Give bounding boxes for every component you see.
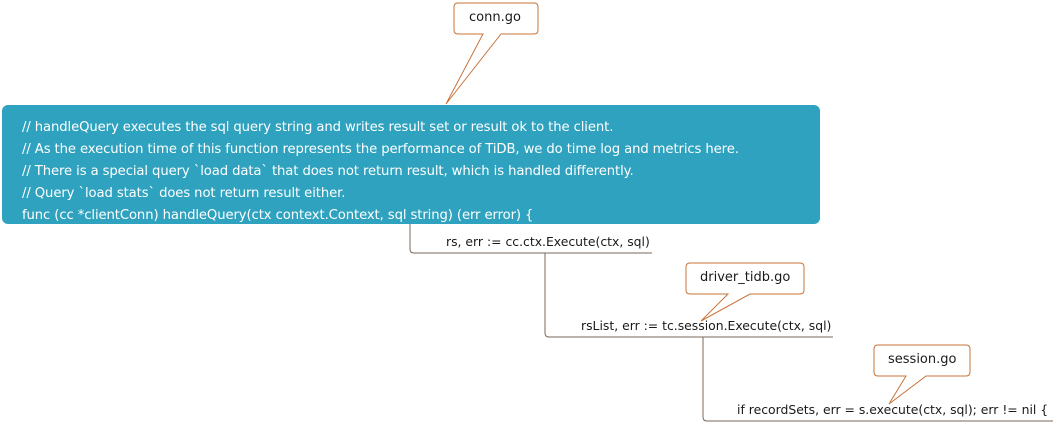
root-comment-line-1: // handleQuery executes the sql query st… <box>22 120 614 135</box>
callout-label-conn-go: conn.go <box>469 10 521 25</box>
node-tc-session-execute: rsList, err := tc.session.Execute(ctx, s… <box>581 318 832 333</box>
root-comment-line-3: // There is a special query `load data` … <box>22 164 634 179</box>
root-node-handle-query: // handleQuery executes the sql query st… <box>2 105 820 224</box>
callout-label-driver-tidb-go: driver_tidb.go <box>700 270 791 285</box>
root-comment-line-2: // As the execution time of this functio… <box>22 142 739 157</box>
node-s-execute: if recordSets, err = s.execute(ctx, sql)… <box>737 402 1049 417</box>
callout-conn-go <box>445 2 539 105</box>
callout-session-go <box>873 344 971 405</box>
connector-rslist-to-recordsets <box>702 337 1053 422</box>
callout-label-session-go: session.go <box>888 352 957 367</box>
node-cc-ctx-execute: rs, err := cc.ctx.Execute(ctx, sql) <box>446 234 650 249</box>
callout-driver-tidb-go <box>685 262 805 322</box>
root-comment-line-4: // Query `load stats` does not return re… <box>22 186 346 201</box>
connector-rs-to-rslist <box>544 253 833 338</box>
connector-root-to-rs <box>409 224 652 254</box>
root-func-signature: func (cc *clientConn) handleQuery(ctx co… <box>22 208 534 223</box>
